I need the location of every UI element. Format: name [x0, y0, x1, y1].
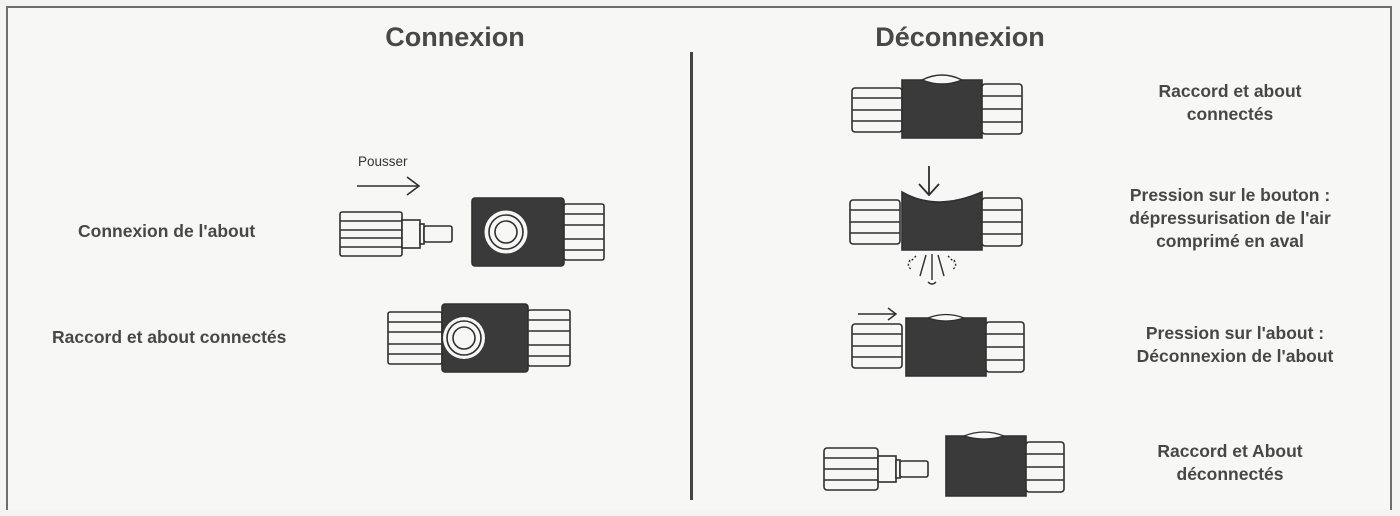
side-button-pressed-icon [849, 190, 1023, 251]
push-label: Pousser [358, 154, 408, 169]
disconnect-step1-label: Raccord et about connectés [1158, 81, 1302, 124]
connexion-title: Connexion [385, 22, 525, 52]
disconnect-step3-label: Pression sur l'about : Déconnexion de l'… [1136, 323, 1334, 366]
connected-assembly-icon [387, 303, 571, 373]
side-connected-icon [851, 74, 1023, 139]
disconnect-step2-label: Pression sur le bouton : dépressurisatio… [1129, 185, 1331, 251]
panel-divider [690, 52, 693, 500]
disconnected-nipple-icon [823, 447, 929, 491]
air-release-icon [907, 254, 957, 285]
step-connected-label: Raccord et about connectés [52, 327, 287, 347]
push-arrow-icon [357, 176, 421, 196]
deconnexion-title: Déconnexion [875, 22, 1045, 52]
step-connect-nipple-label: Connexion de l'about [78, 221, 256, 241]
nipple-icon [339, 211, 453, 257]
side-nipple-pushed-icon [851, 313, 1025, 377]
push-arrow-icon [858, 307, 898, 321]
disconnected-coupler-icon [945, 431, 1065, 497]
press-down-arrow-icon [918, 166, 940, 197]
disconnect-step4-label: Raccord et About déconnectés [1157, 441, 1303, 484]
diagram-frame [6, 6, 1392, 510]
coupler-icon [471, 197, 605, 267]
